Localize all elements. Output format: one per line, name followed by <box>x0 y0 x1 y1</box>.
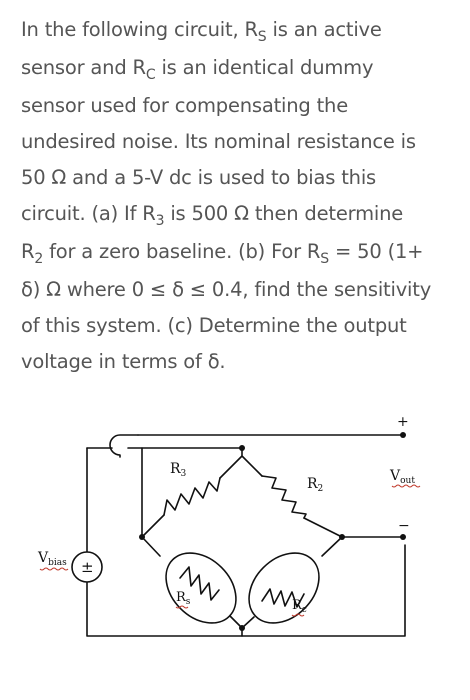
source-symbol: ± <box>81 558 94 576</box>
label-vout: Vout <box>389 468 415 486</box>
question-line-5: 50 Ω and a 5-V dc is used to bias this <box>21 166 377 189</box>
wire-rc-top <box>321 536 343 557</box>
junction-left <box>139 534 145 540</box>
wire-rs-top <box>141 536 161 557</box>
label-out-minus: − <box>398 518 410 534</box>
question-line-1: In the following circuit, RS is an activ… <box>21 18 382 45</box>
question-line-9: of this system. (c) Determine the output <box>21 314 407 337</box>
wire-r3-left <box>141 514 165 538</box>
terminal-out-minus <box>400 534 406 540</box>
resistor-r2 <box>261 475 307 519</box>
question-line-8: δ) Ω where 0 ≤ δ ≤ 0.4, find the sensiti… <box>21 278 432 301</box>
resistor-rs <box>179 566 220 601</box>
question-line-4: undesired noise. Its nominal resistance … <box>21 130 416 153</box>
question-line-2: sensor and RC is an identical dummy <box>21 56 374 83</box>
voltage-source <box>71 551 103 583</box>
spellcheck-mark-rc <box>291 613 305 617</box>
question-line-6: circuit. (a) If R3 is 500 Ω then determi… <box>21 202 404 229</box>
label-vbias: Vbias <box>37 550 67 568</box>
spellcheck-mark-rs <box>175 605 189 609</box>
question-line-7: R2 for a zero baseline. (b) For RS = 50 … <box>21 240 424 267</box>
resistor-r3 <box>163 477 221 516</box>
resistor-rc <box>261 588 305 608</box>
terminal-out-plus <box>400 432 406 438</box>
spellcheck-mark-vbias <box>39 567 69 571</box>
question-line-3: sensor used for compensating the <box>21 94 349 117</box>
label-rc: Rc <box>292 598 307 615</box>
label-r3: R3 <box>170 461 187 479</box>
spellcheck-mark-vout <box>391 484 421 488</box>
label-rs: Rs <box>176 590 191 607</box>
wire-r3-right <box>219 455 243 479</box>
wire-left-outer <box>86 447 406 637</box>
label-r2: R2 <box>307 476 323 494</box>
wire-r2-right <box>303 517 343 538</box>
sensor-rc <box>248 552 320 624</box>
junction-bottom <box>239 625 245 631</box>
wire-r2-left <box>241 455 263 477</box>
junction-top <box>239 445 245 451</box>
wire-top-output <box>109 434 139 458</box>
junction-right <box>339 534 345 540</box>
label-out-plus: + <box>397 414 409 430</box>
question-text: In the following circuit, RS is an activ… <box>21 12 461 380</box>
question-line-10: voltage in terms of δ. <box>21 350 226 373</box>
